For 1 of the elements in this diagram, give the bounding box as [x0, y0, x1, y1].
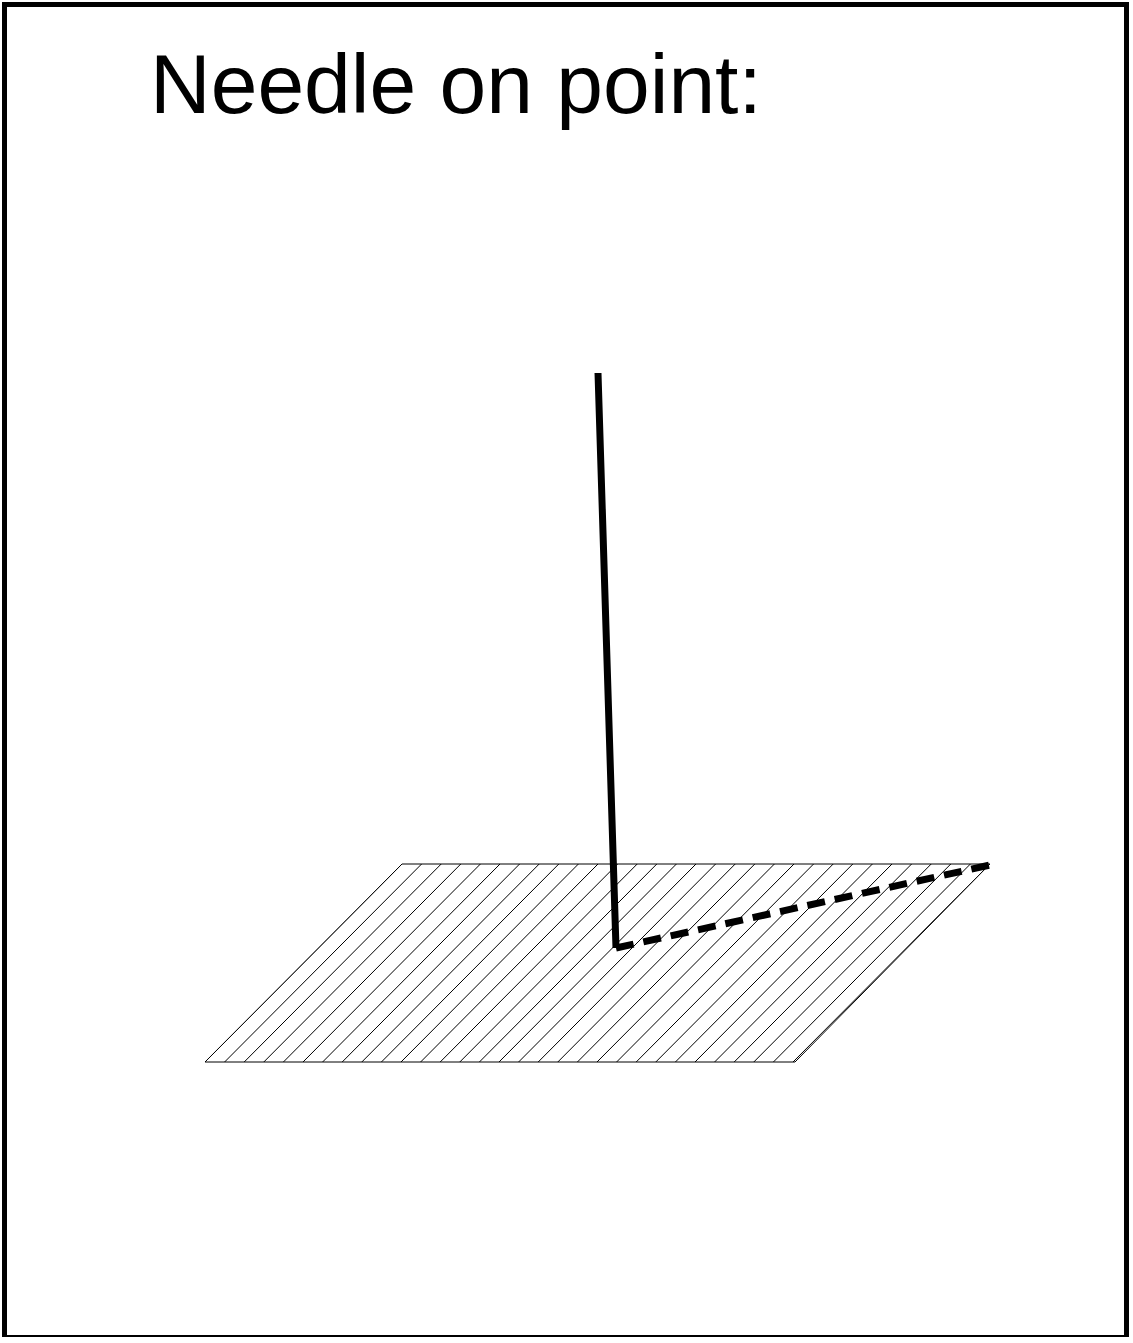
title: Needle on point: — [150, 38, 762, 131]
